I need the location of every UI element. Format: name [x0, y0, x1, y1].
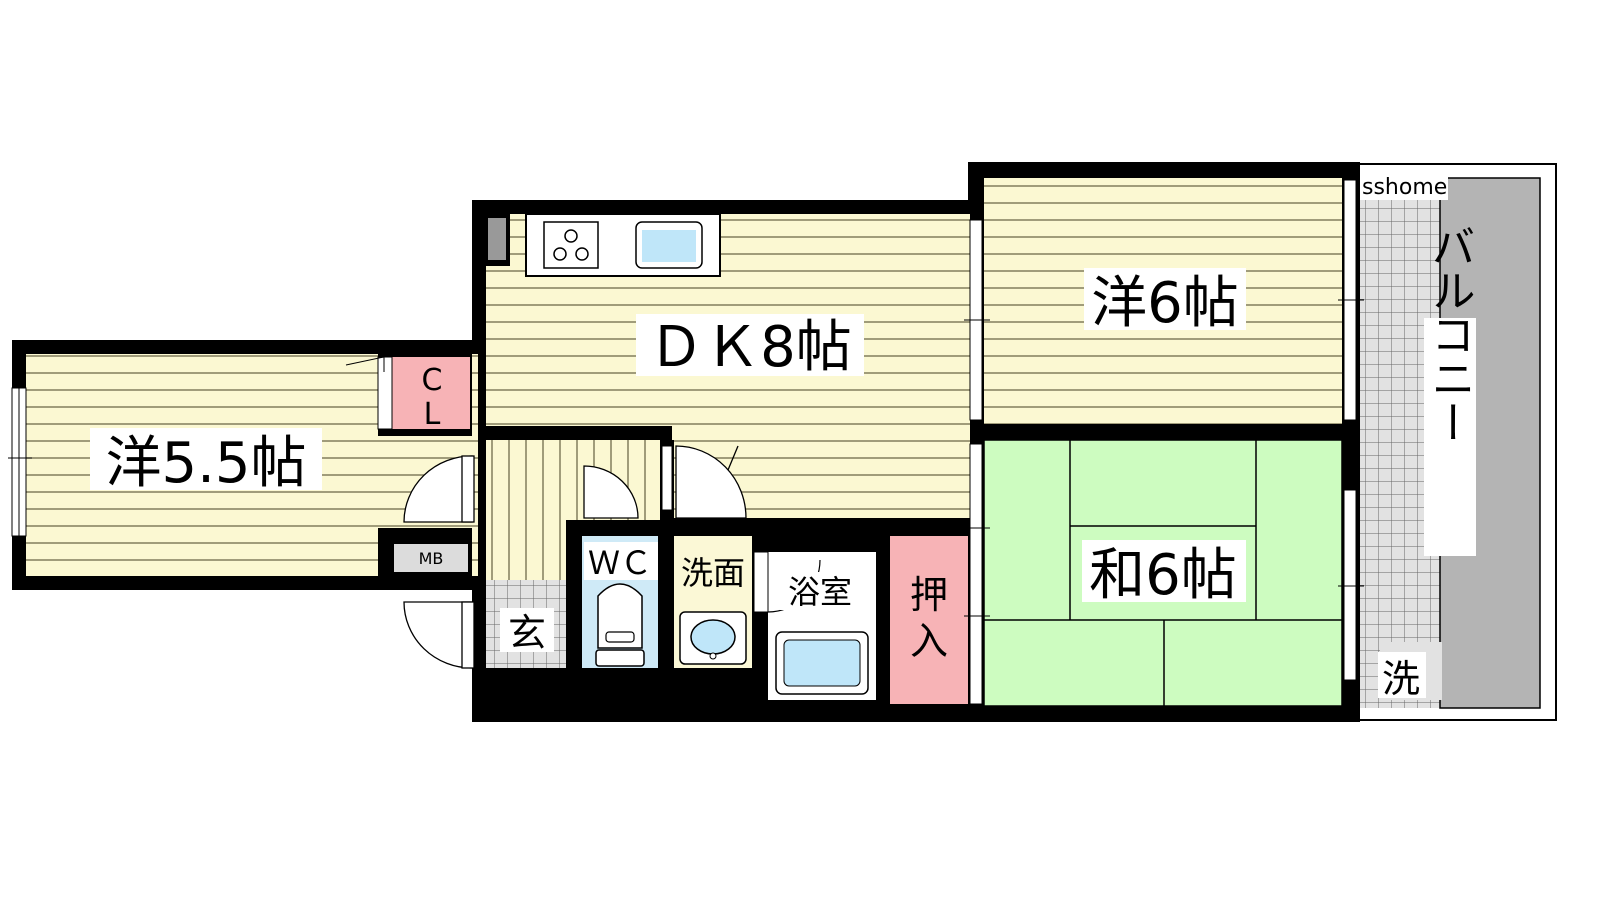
label-japanese-6: 和6帖 [1089, 543, 1237, 608]
toilet-tank [595, 649, 645, 667]
closet-oshiire [890, 536, 968, 704]
label-entrance: 玄 [508, 611, 546, 655]
label-washroom: 洗面 [681, 554, 745, 592]
label-bathroom: 浴室 [788, 573, 852, 611]
room-washroom [674, 536, 752, 668]
stove [543, 221, 599, 269]
label-washer: 洗 [1382, 657, 1420, 701]
label-oshiire-2: 入 [910, 619, 948, 663]
label-cl-l: L [424, 397, 441, 432]
label-balcony: バルコニー [1424, 224, 1475, 444]
label-western-55: 洋5.5帖 [105, 431, 306, 496]
watermark: sshome [1362, 175, 1447, 200]
label-western-6: 洋6帖 [1091, 271, 1239, 336]
label-mb: MB [419, 549, 444, 568]
label-oshiire-1: 押 [910, 573, 948, 617]
door-ticks [8, 299, 1364, 617]
door-swings [403, 445, 747, 669]
labels: 洋5.5帖 ＤＫ8帖 洋6帖 和6帖 バルコニー C L MB 玄 ＷＣ 洗面 … [90, 174, 1476, 701]
mb-box [378, 528, 472, 576]
label-wc: ＷＣ [588, 544, 652, 582]
label-cl-c: C [422, 363, 443, 398]
closet-cl [345, 352, 472, 436]
label-dk: ＤＫ8帖 [648, 315, 852, 380]
hallway [486, 426, 674, 580]
